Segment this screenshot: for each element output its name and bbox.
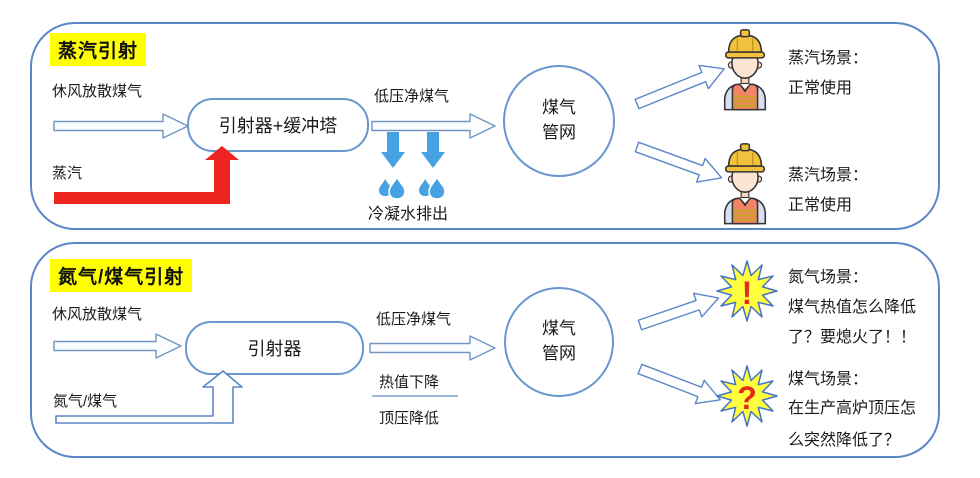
burst-symbol: ! <box>742 275 753 311</box>
branch-arrow-up-icon <box>634 64 725 110</box>
ejector-buffer-box: 引射器+缓冲塔 <box>187 98 369 152</box>
effect-top-pressure-label: 顶压降低 <box>379 410 440 427</box>
ejector-label: 引射器 <box>247 339 302 359</box>
scenario-title: 煤气场景： <box>788 371 869 388</box>
steam-input-label: 休风放散煤气 <box>52 83 143 100</box>
nitrogen-input-label: 休风放散煤气 <box>52 306 143 323</box>
condensate-label: 冷凝水排出 <box>368 206 449 223</box>
gas-network-line1: 煤气 <box>542 98 576 118</box>
branch-arrow-down-icon <box>634 141 723 183</box>
steam-panel-title: 蒸汽引射 <box>50 33 147 66</box>
flow-arrow-icon <box>371 113 496 139</box>
nitrogen-output-label: 低压净煤气 <box>376 311 452 328</box>
branch-arrow-down-icon <box>637 363 721 405</box>
scenario-text: 在生产高炉顶压怎 <box>788 400 917 417</box>
effect-heat-value-label: 热值下降 <box>379 374 440 391</box>
scenario-title: 蒸汽场景： <box>788 50 869 67</box>
inject-gas-label: 氮气/煤气 <box>53 393 118 410</box>
gas-network-circle: 煤气 管网 <box>504 287 614 397</box>
flow-arrow-icon <box>369 335 496 361</box>
gas-network-line2: 管网 <box>542 123 576 142</box>
alarm-burst-icon: ! <box>716 260 778 322</box>
steam-label: 蒸汽 <box>52 165 83 182</box>
condensate-drain-icon <box>379 132 446 200</box>
water-droplets-icon <box>379 175 446 200</box>
gas-network-circle: 煤气 管网 <box>503 65 615 177</box>
burst-symbol: ? <box>737 380 757 416</box>
scenario-text: 么突然降低了？ <box>788 432 901 449</box>
nitrogen-panel-title: 氮气/煤气引射 <box>50 259 193 292</box>
flow-arrow-icon <box>53 333 182 359</box>
branch-arrow-up-icon <box>637 292 720 331</box>
scenario-text: 正常使用 <box>788 80 853 97</box>
ejector-box: 引射器 <box>185 321 364 375</box>
scenario-title: 氮气场景： <box>788 269 869 286</box>
gas-network-line1: 煤气 <box>542 319 576 339</box>
effect-divider <box>372 395 458 397</box>
scenario-text: 了？要熄火了！！ <box>788 329 917 346</box>
scenario-text: 正常使用 <box>788 197 853 214</box>
nitrogen-panel: 氮气/煤气引射 休风放散煤气 引射器 氮气/煤气 低压净煤气 热值下降 顶压降低… <box>30 242 940 458</box>
scenario-text: 煤气热值怎么降低 <box>788 299 917 316</box>
question-burst-icon: ? <box>716 365 778 427</box>
steam-red-arrow-icon <box>54 146 239 204</box>
scenario-title: 蒸汽场景： <box>788 167 869 184</box>
inject-arrow-icon <box>55 370 243 424</box>
flow-arrow-icon <box>53 113 189 139</box>
worker-icon <box>723 29 767 111</box>
ejector-buffer-label: 引射器+缓冲塔 <box>218 116 338 136</box>
steam-output-label: 低压净煤气 <box>374 88 450 105</box>
steam-panel: 蒸汽引射 休风放散煤气 引射器+缓冲塔 蒸汽 低压净煤气 <box>30 22 940 230</box>
gas-network-line2: 管网 <box>542 344 576 363</box>
worker-icon <box>723 143 767 225</box>
